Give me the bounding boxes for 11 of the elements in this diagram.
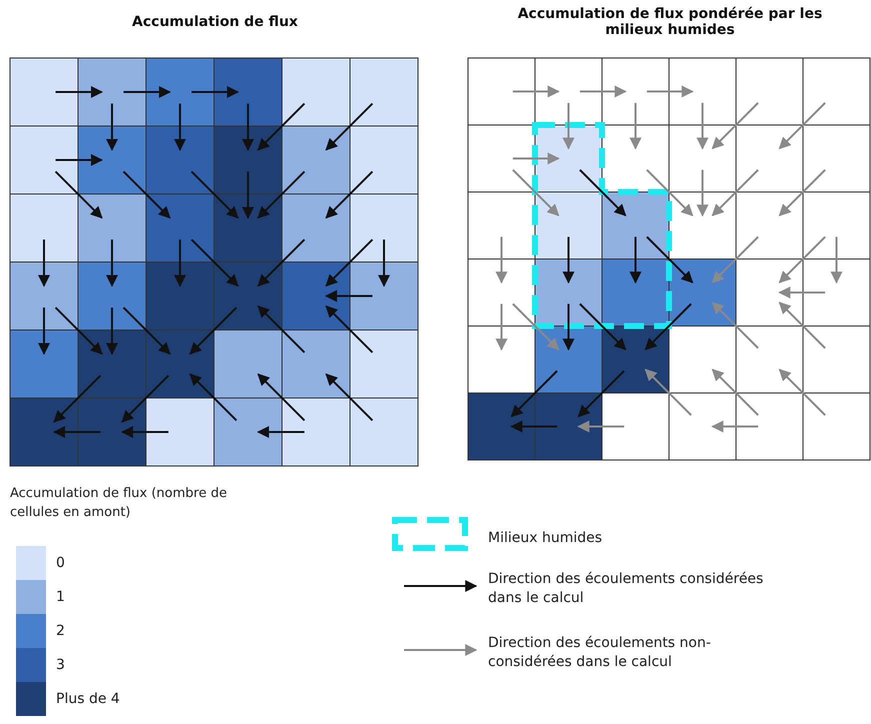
legend-text: Plus de 4 (56, 690, 120, 709)
legend-text: Milieux humides (488, 529, 604, 548)
legend-text: 2 (56, 622, 65, 641)
panel-title: Accumulation de flux (131, 14, 299, 30)
legend-text: Direction des écoulements non-considérées dans le calcul (488, 634, 712, 672)
legend-text: 3 (56, 656, 65, 675)
legend-text: 0 (56, 554, 65, 573)
legend-text: 1 (56, 588, 65, 607)
legend-title: Accumulation de flux (nombre de cellules en amont) (10, 485, 228, 522)
legend-text: Direction des écoulements considérées dans le calcul (488, 570, 764, 608)
panel-title: Accumulation de flux pondérée par les milieux humides (516, 6, 824, 38)
